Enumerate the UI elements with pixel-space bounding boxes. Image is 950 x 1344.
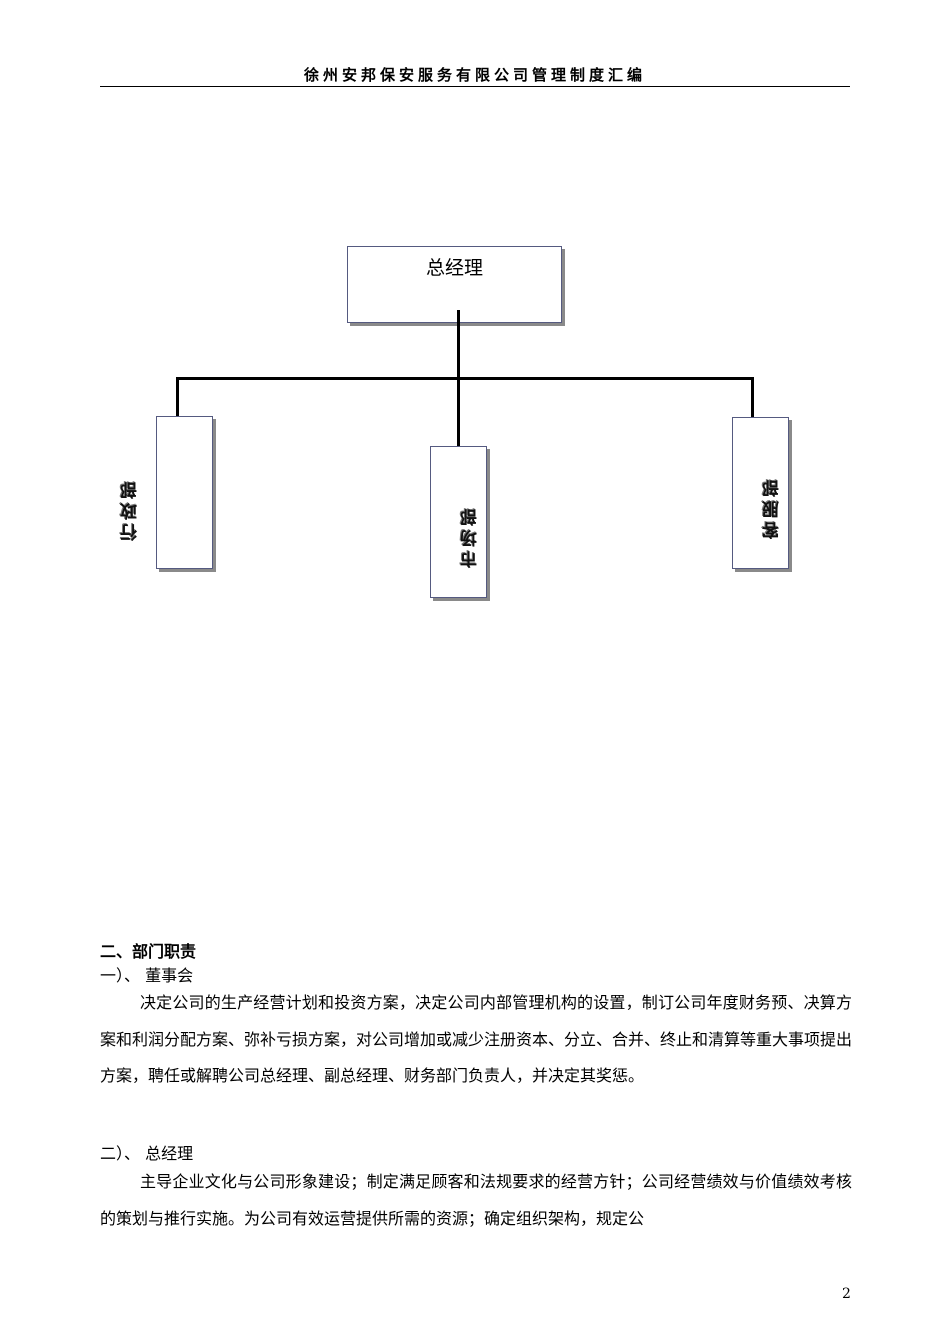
paragraph: 决定公司的生产经营计划和投资方案，决定公司内部管理机构的设置，制订公司年度财务预… — [100, 993, 853, 1085]
org-node-label: 客服部 — [763, 476, 783, 539]
org-node-label: 市场部 — [461, 505, 481, 568]
org-node-general-manager: 总经理 — [347, 246, 562, 323]
paragraph: 主导企业文化与公司形象建设；制定满足顾客和法规要求的经营方针；公司经营绩效与价值… — [100, 1172, 852, 1228]
org-node-label: 总经理 — [425, 257, 483, 279]
section-heading: 二、部门职责 — [100, 942, 197, 961]
org-node-admin-dept — [156, 416, 213, 569]
header-rule — [100, 86, 850, 87]
page-number: 2 — [842, 1286, 851, 1302]
connector-left — [176, 377, 179, 416]
document-header: 徐州安邦保安服务有限公司管理制度汇编 — [303, 66, 646, 84]
org-node-marketing-dept — [430, 446, 487, 598]
org-node-label: 行政部 — [121, 478, 141, 541]
org-node-service-dept — [732, 417, 789, 569]
subsection-label: 一）、 董事会 — [100, 966, 194, 985]
connector-horizontal — [176, 377, 753, 380]
subsection-label: 二）、 总经理 — [100, 1144, 194, 1163]
connector-right — [751, 377, 754, 417]
